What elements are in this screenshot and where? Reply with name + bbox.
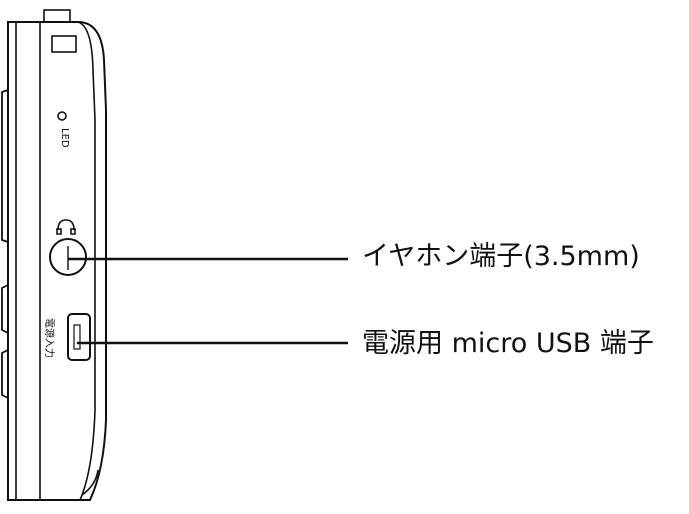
led-label: LED [59,128,70,148]
micro-usb-inner [73,324,81,350]
earphone-jack-label: イヤホン端子(3.5mm) [362,241,640,272]
micro-usb-label: 電源用 micro USB 端子 [362,328,654,359]
device-body-outline [7,21,107,501]
micro-usb-port[interactable] [67,313,91,361]
device-front-contour [77,21,96,501]
side-button-top[interactable] [1,89,9,243]
power-input-label: 電源入力 [43,318,56,358]
side-button-middle[interactable] [1,284,9,334]
device-inner-shell [15,22,41,500]
led-indicator-icon [57,111,67,121]
top-clip [51,35,77,53]
side-button-bottom[interactable] [1,349,9,399]
top-cap [43,9,71,23]
corner-detail [81,469,99,496]
headphone-icon [56,219,76,235]
